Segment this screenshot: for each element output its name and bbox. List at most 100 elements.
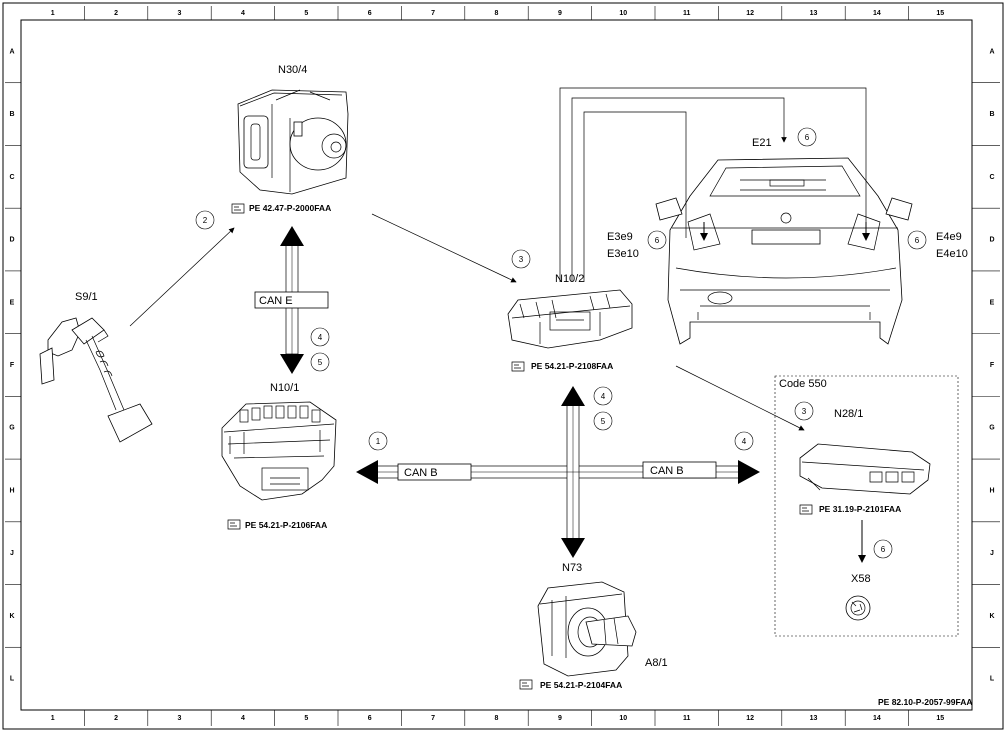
step-circle: 2: [195, 210, 215, 230]
grid-column-label: 2: [114, 715, 118, 722]
step-circle: 6: [797, 127, 817, 147]
trailer-socket-image: [845, 595, 871, 621]
grid-row-label: E: [990, 299, 995, 306]
grid-column-label: 8: [495, 10, 499, 17]
svg-text:4: 4: [318, 333, 323, 342]
label-e4e9: E4e9: [936, 231, 962, 243]
grid-row-label: A: [989, 48, 994, 55]
label-a8-1: A8/1: [645, 657, 668, 669]
label-n10-2: N10/2: [555, 273, 584, 285]
grid-row-label: D: [9, 237, 14, 244]
grid-markers: 1122334455667788991010111112121313141415…: [5, 6, 1000, 726]
grid-row-label: G: [9, 425, 15, 432]
trailer-module-image: [799, 443, 931, 495]
arrow-left-n10-1: [356, 460, 378, 484]
connections: [129, 87, 870, 563]
grid-row-label: B: [989, 111, 994, 118]
grid-row-label: K: [9, 613, 14, 620]
manual-ref-icon: [799, 504, 813, 515]
step-circle: 4: [734, 431, 754, 451]
component-e21[interactable]: E21 E3e9 E3e10 E4e9 E4e10: [607, 137, 968, 345]
label-s9-1: S9/1: [75, 291, 98, 303]
step-circle: 3: [511, 249, 531, 269]
abs-unit-image: [237, 89, 349, 195]
svg-text:4: 4: [742, 437, 747, 446]
grid-column-label: 2: [114, 10, 118, 17]
component-s9-1[interactable]: S9/1: [39, 291, 153, 443]
rear-sam-image: [507, 289, 633, 349]
svg-text:6: 6: [881, 545, 886, 554]
grid-row-label: L: [10, 676, 15, 683]
label-e21: E21: [752, 137, 772, 149]
code-550-box: [774, 375, 959, 637]
arrow-down-n73: [561, 538, 585, 558]
code-550-group[interactable]: Code 550 N28/1 PE 31.19-P-2101FAA X58: [774, 375, 959, 637]
ref-text-n28-1: PE 31.19-P-2101FAA: [819, 504, 901, 514]
svg-text:6: 6: [655, 236, 660, 245]
grid-column-label: 14: [873, 10, 881, 17]
grid-row-label: F: [10, 362, 15, 369]
grid-column-label: 4: [241, 715, 245, 722]
grid-column-label: 15: [936, 715, 944, 722]
component-n73[interactable]: N73 A8/1 PE 54.21-P-2104FAA: [519, 562, 668, 690]
component-n10-1[interactable]: N10/1 PE 54.21-P-2106FAA: [221, 382, 337, 530]
step-markers: 2 3 4 5 1 4 5 4 3 6 6 6 6: [195, 127, 927, 559]
grid-row-label: K: [989, 613, 994, 620]
ref-n28-1[interactable]: PE 31.19-P-2101FAA: [799, 504, 901, 515]
label-n28-1: N28/1: [834, 408, 863, 420]
ref-n10-1[interactable]: PE 54.21-P-2106FAA: [227, 519, 327, 530]
ref-n73[interactable]: PE 54.21-P-2104FAA: [519, 679, 622, 690]
label-n30-4: N30/4: [278, 64, 307, 76]
grid-row-label: F: [990, 362, 995, 369]
ref-n30-4[interactable]: PE 42.47-P-2000FAA: [231, 203, 331, 214]
label-x58: X58: [851, 573, 871, 585]
grid-column-label: 6: [368, 10, 372, 17]
label-e3e9: E3e9: [607, 231, 633, 243]
ref-text-n10-1: PE 54.21-P-2106FAA: [245, 520, 327, 530]
step-circle: 6: [647, 230, 667, 250]
component-n10-2[interactable]: N10/2 PE 54.21-P-2108FAA: [507, 273, 633, 372]
grid-column-label: 7: [431, 10, 435, 17]
arrow-down-n10-1: [280, 354, 304, 374]
grid-column-label: 9: [558, 715, 562, 722]
grid-column-label: 11: [683, 10, 691, 17]
grid-row-label: A: [9, 48, 14, 55]
grid-row-label: H: [989, 487, 994, 494]
manual-ref-icon: [511, 361, 525, 372]
grid-column-label: 7: [431, 715, 435, 722]
ref-text-n10-2: PE 54.21-P-2108FAA: [531, 361, 613, 371]
ref-n10-2[interactable]: PE 54.21-P-2108FAA: [511, 361, 613, 372]
svg-text:1: 1: [376, 437, 381, 446]
label-e3e10: E3e10: [607, 248, 639, 260]
step-circle: 4: [593, 386, 613, 406]
arrow-up-n10-2: [561, 386, 585, 406]
grid-column-label: 6: [368, 715, 372, 722]
grid-row-label: J: [10, 550, 14, 557]
grid-row-label: H: [9, 487, 14, 494]
arrow-right-n28-1: [738, 460, 760, 484]
grid-column-label: 3: [178, 10, 182, 17]
sam-module-image: [221, 401, 337, 501]
component-n30-4[interactable]: N30/4 PE 42.47-P-2000FAA: [231, 64, 349, 214]
arrow-up-n30-4: [280, 226, 304, 246]
label-e4e10: E4e10: [936, 248, 968, 260]
svg-text:6: 6: [805, 133, 810, 142]
step-circle: 5: [310, 352, 330, 372]
grid-column-label: 10: [619, 715, 627, 722]
manual-ref-icon: [227, 519, 241, 530]
grid-column-label: 15: [936, 10, 944, 17]
grid-row-label: B: [9, 111, 14, 118]
grid-row-label: G: [989, 425, 995, 432]
grid-column-label: 4: [241, 10, 245, 17]
grid-column-label: 1: [51, 10, 55, 17]
can-e-bus[interactable]: CAN E: [254, 226, 329, 374]
svg-text:5: 5: [601, 417, 606, 426]
grid-row-label: L: [990, 676, 995, 683]
svg-text:6: 6: [915, 236, 920, 245]
can-b-bus[interactable]: CAN B CAN B: [356, 386, 760, 558]
step-circle: 5: [593, 411, 613, 431]
step-circle: 1: [368, 431, 388, 451]
grid-column-label: 12: [746, 10, 754, 17]
grid-column-label: 9: [558, 10, 562, 17]
